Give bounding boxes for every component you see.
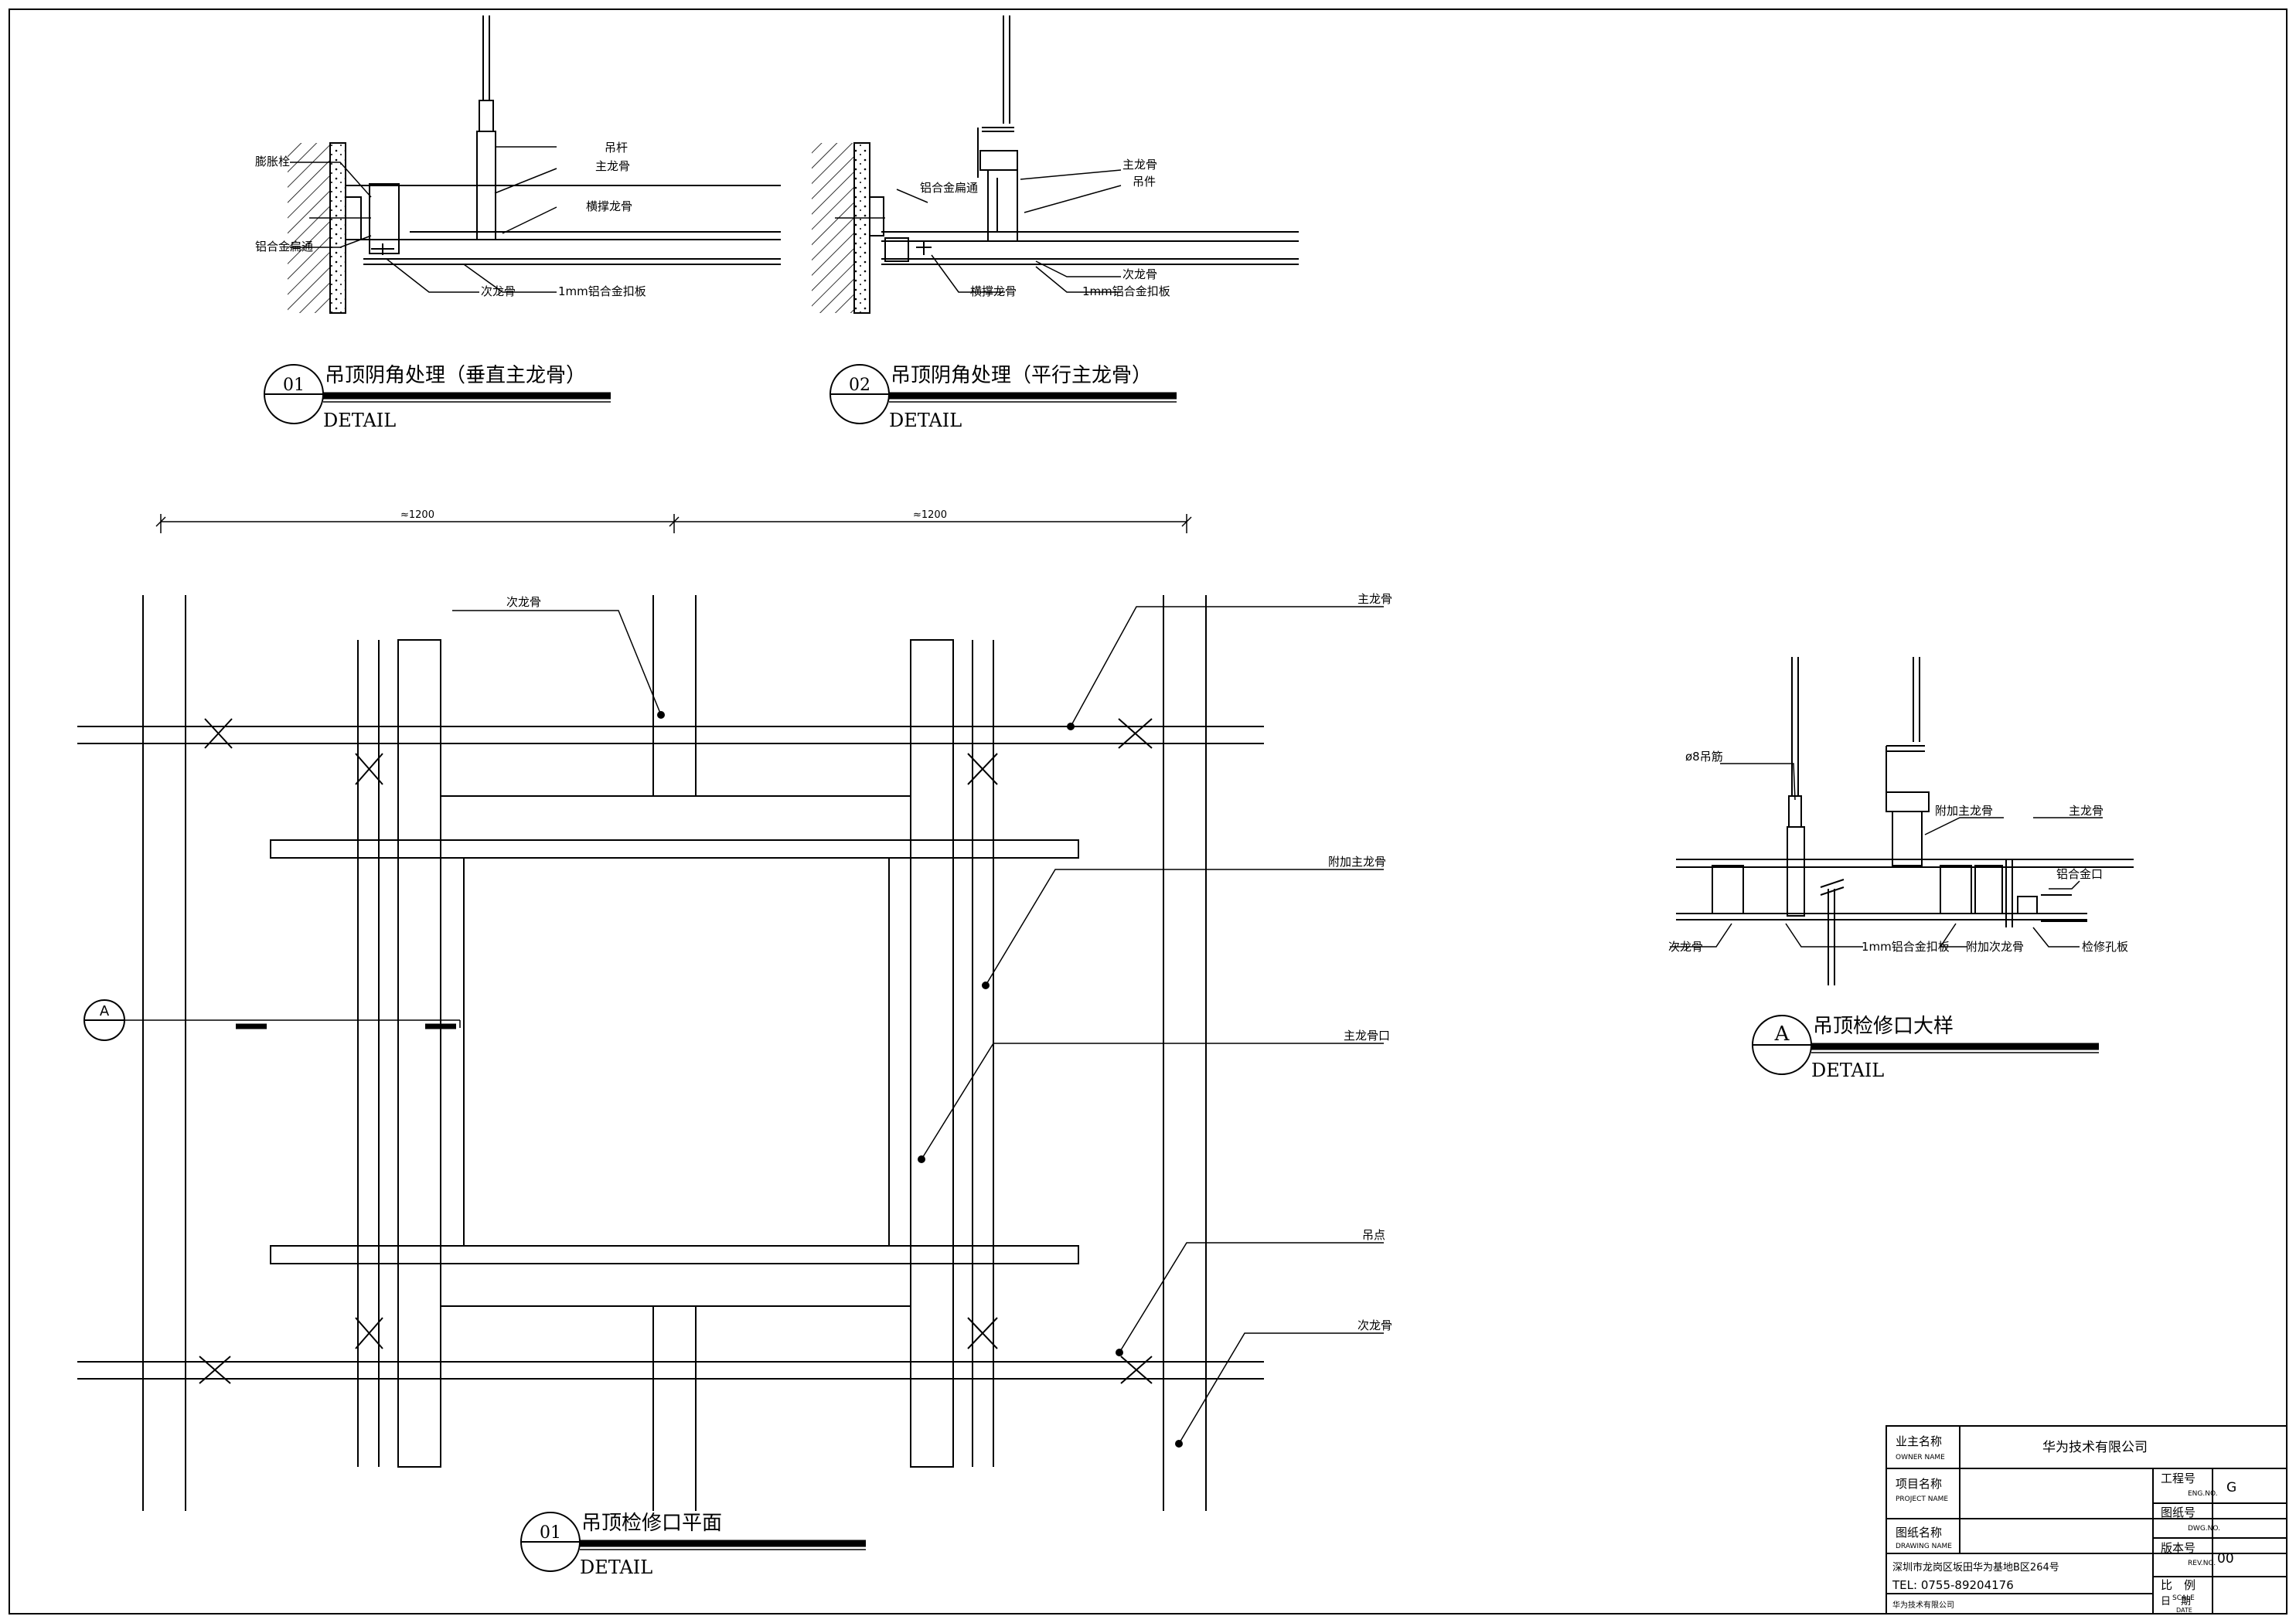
label-secondary-keel: 次龙骨 xyxy=(481,284,516,298)
detail-01-number: 01 xyxy=(283,376,305,395)
dim-right: ≈1200 xyxy=(913,509,947,521)
label-alu-panel: 1mm铝合金扣板 xyxy=(1082,284,1170,298)
rev-value: 00 xyxy=(2217,1551,2234,1567)
label-rod: ø8吊筋 xyxy=(1685,750,1723,764)
detail-02-title: 02 吊顶阴角处理（平行主龙骨） DETAIL xyxy=(829,364,1177,431)
scale-label: 比 例 xyxy=(2161,1578,2196,1592)
wall-concrete xyxy=(853,142,870,314)
label-secondary-keel-bottom: 次龙骨 xyxy=(1358,1318,1392,1332)
detail-A-subtitle: DETAIL xyxy=(1811,1060,1884,1081)
label-alu-channel: 铝合金扁通 xyxy=(255,240,313,253)
plan-01-number: 01 xyxy=(540,1523,561,1543)
owner-value: 华为技术有限公司 xyxy=(2042,1440,2148,1455)
project-label: 项目名称 xyxy=(1896,1477,1942,1491)
label-hanger: 吊杆 xyxy=(605,141,628,155)
detail-02-subtitle: DETAIL xyxy=(889,410,962,431)
label-main-keel: 主龙骨 xyxy=(2069,804,2104,818)
label-secondary-keel-top: 次龙骨 xyxy=(506,595,541,609)
drawing-label: 图纸名称 xyxy=(1896,1526,1942,1540)
title-block: 业主名称 OWNER NAME 华为技术有限公司 项目名称 PROJECT NA… xyxy=(1886,1425,2287,1614)
label-edge-keel: 横撑龙骨 xyxy=(970,284,1017,298)
eng-label-en: ENG.NO. xyxy=(2188,1490,2218,1498)
detail-A-title-text: 吊顶检修口大样 xyxy=(1813,1015,1954,1038)
label-access-panel: 检修孔板 xyxy=(2082,940,2128,954)
eng-value: G xyxy=(2226,1480,2236,1495)
plan-01-subtitle: DETAIL xyxy=(580,1557,652,1578)
plan-01-title: 01 吊顶检修口平面 DETAIL xyxy=(520,1512,866,1578)
label-main-keel: 主龙骨 xyxy=(595,159,630,173)
date-label-en: DATE xyxy=(2176,1607,2192,1614)
owner-label-en: OWNER NAME xyxy=(1896,1454,1945,1461)
hanging-point-marks xyxy=(199,718,1153,1384)
label-alu-panel: 1mm铝合金扣板 xyxy=(558,284,646,298)
plan-01-access-hatch: ≈1200 ≈1200 xyxy=(77,509,1392,1511)
project-label-en: PROJECT NAME xyxy=(1896,1495,1948,1503)
detail-02-corner-section: 主龙骨 吊件 铝合金扁通 次龙骨 1mm铝合金扣板 横撑龙骨 xyxy=(812,15,1299,314)
scale-label-en: SCALE xyxy=(2172,1594,2195,1602)
detail-01-corner-section: 吊杆 主龙骨 横撑龙骨 膨胀栓 铝合金扁通 次龙骨 1mm铝合金扣板 xyxy=(255,15,781,314)
label-edge-keel: 横撑龙骨 xyxy=(586,199,632,213)
label-extra-main-keel: 附加主龙骨 xyxy=(1328,855,1386,869)
detail-01-subtitle: DETAIL xyxy=(323,410,396,431)
label-alu-channel: 铝合金扁通 xyxy=(920,181,978,195)
detail-A-mark: A xyxy=(1774,1022,1790,1046)
title-block-footer: 华为技术有限公司 xyxy=(1892,1600,1954,1610)
detail-A-title: A 吊顶检修口大样 DETAIL xyxy=(1752,1015,2099,1081)
label-extra-secondary-keel: 附加次龙骨 xyxy=(1966,940,2024,954)
detail-02-title-text: 吊顶阴角处理（平行主龙骨） xyxy=(891,364,1152,387)
label-secondary-keel: 次龙骨 xyxy=(1122,267,1157,281)
sheet-border xyxy=(9,9,2287,1614)
detail-A-access-hatch-section: ø8吊筋 附加主龙骨 主龙骨 铝合金口 次龙骨 1mm铝合金扣板 附加次龙骨 检… xyxy=(1668,657,2134,985)
detail-01-title: 01 吊顶阴角处理（垂直主龙骨） DETAIL xyxy=(264,364,611,431)
plan-01-title-text: 吊顶检修口平面 xyxy=(581,1512,722,1535)
owner-label: 业主名称 xyxy=(1896,1434,1942,1448)
drawing-label-en: DRAWING NAME xyxy=(1896,1543,1952,1550)
wall-hatch xyxy=(812,143,854,313)
label-alu-panel: 1mm铝合金扣板 xyxy=(1862,940,1950,954)
dwg-label-en: DWG.NO. xyxy=(2188,1525,2220,1533)
section-mark: A xyxy=(100,1003,110,1019)
date-label: 日 期 xyxy=(2161,1596,2191,1608)
label-expansion-bolt: 膨胀栓 xyxy=(255,155,290,168)
company-address: 深圳市龙岗区坂田华为基地B区264号 xyxy=(1892,1561,2059,1574)
label-main-keel-opening: 主龙骨口 xyxy=(1344,1029,1390,1043)
wall-concrete xyxy=(329,142,346,314)
rev-label: 版本号 xyxy=(2161,1541,2196,1555)
detail-02-number: 02 xyxy=(849,376,870,395)
label-hanging-point: 吊点 xyxy=(1362,1228,1385,1242)
label-secondary-keel: 次龙骨 xyxy=(1668,940,1703,954)
rev-label-en: REV.NO. xyxy=(2188,1560,2216,1567)
dim-left: ≈1200 xyxy=(400,509,434,521)
label-main-keel: 主龙骨 xyxy=(1122,158,1157,172)
detail-01-title-text: 吊顶阴角处理（垂直主龙骨） xyxy=(325,364,586,387)
wall-hatch xyxy=(288,143,330,313)
label-main-keel: 主龙骨 xyxy=(1358,592,1392,606)
eng-label: 工程号 xyxy=(2161,1472,2196,1485)
company-tel: TEL: 0755-89204176 xyxy=(1892,1578,2014,1592)
label-extra-main-keel: 附加主龙骨 xyxy=(1935,804,1993,818)
label-hanger: 吊件 xyxy=(1133,175,1156,189)
dwg-label: 图纸号 xyxy=(2161,1506,2196,1519)
label-alu-edge: 铝合金口 xyxy=(2056,867,2103,881)
